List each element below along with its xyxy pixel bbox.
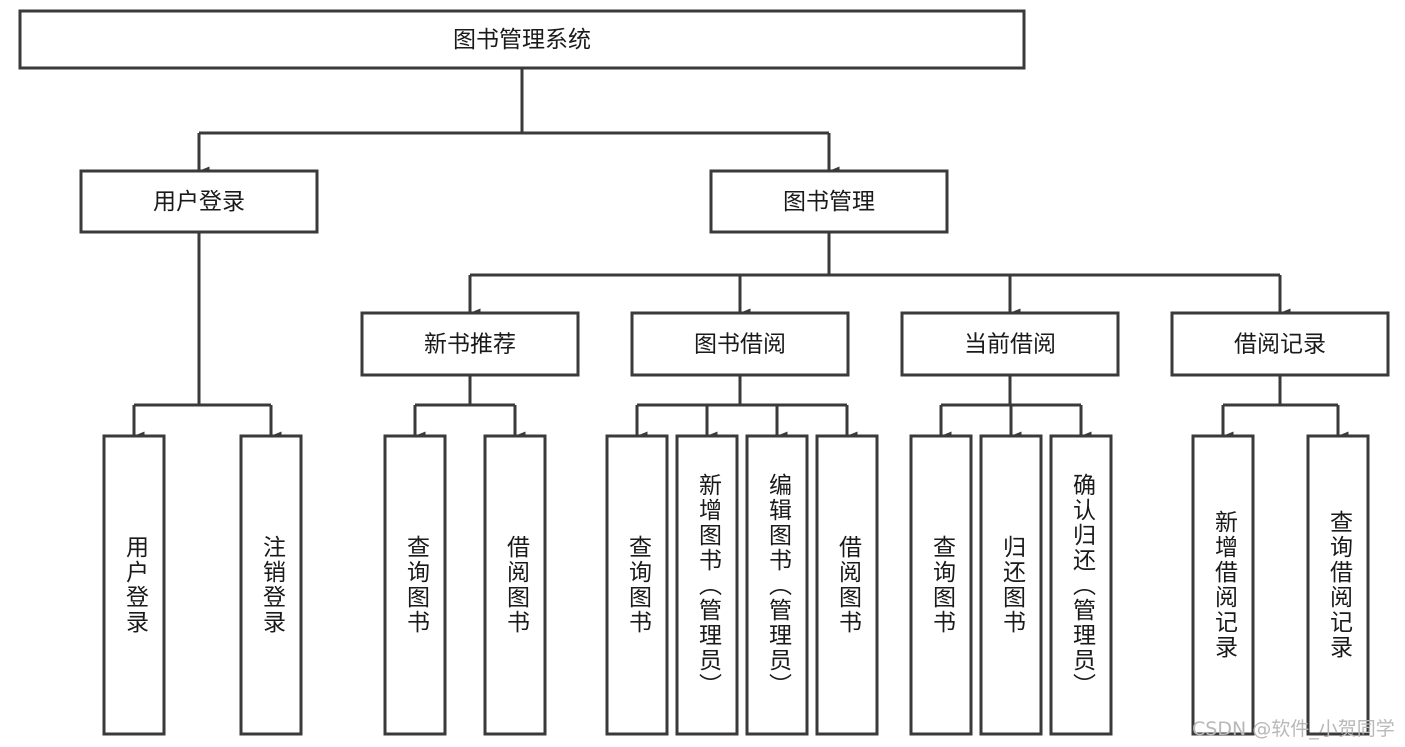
connectors-layer bbox=[132, 68, 1349, 441]
node-box-leaf-return-book[interactable] bbox=[979, 434, 1043, 736]
node-box-leaf-borrow-book-recommend[interactable] bbox=[483, 434, 547, 736]
node-box-leaf-query-book-recommend[interactable] bbox=[383, 434, 447, 736]
node-label-current-borrow: 当前借阅 bbox=[964, 332, 1056, 358]
node-label-user-login: 用户登录 bbox=[153, 189, 245, 215]
node-label-borrow-records: 借阅记录 bbox=[1234, 332, 1326, 358]
node-label-root: 图书管理系统 bbox=[453, 27, 591, 53]
node-box-leaf-add-book-admin[interactable] bbox=[675, 434, 739, 736]
node-box-borrow-records[interactable] bbox=[1170, 311, 1390, 377]
node-box-leaf-query-borrow-record[interactable] bbox=[1306, 434, 1370, 736]
node-box-leaf-edit-book-admin[interactable] bbox=[745, 434, 809, 736]
node-box-book-management[interactable] bbox=[709, 169, 949, 234]
node-box-root[interactable] bbox=[18, 9, 1026, 70]
node-label-book-management: 图书管理 bbox=[783, 189, 875, 215]
node-box-leaf-confirm-return-admin[interactable] bbox=[1049, 434, 1113, 736]
boxes-layer bbox=[18, 9, 1390, 736]
node-label-book-borrow: 图书借阅 bbox=[694, 332, 786, 358]
node-box-new-book-recommend[interactable] bbox=[360, 311, 580, 377]
node-box-leaf-add-borrow-record[interactable] bbox=[1191, 434, 1255, 736]
node-box-leaf-query-book-borrow[interactable] bbox=[605, 434, 669, 736]
node-box-user-login[interactable] bbox=[79, 169, 319, 234]
csdn-watermark: CSDN @软件_小贺同学 bbox=[1192, 718, 1395, 740]
node-box-book-borrow[interactable] bbox=[630, 311, 850, 377]
node-box-leaf-user-login[interactable] bbox=[102, 434, 166, 736]
node-box-leaf-borrow-book[interactable] bbox=[815, 434, 879, 736]
node-box-current-borrow[interactable] bbox=[900, 311, 1120, 377]
node-label-new-book-recommend: 新书推荐 bbox=[424, 332, 516, 358]
node-box-leaf-query-book-current[interactable] bbox=[909, 434, 973, 736]
node-box-leaf-logout[interactable] bbox=[239, 434, 303, 736]
